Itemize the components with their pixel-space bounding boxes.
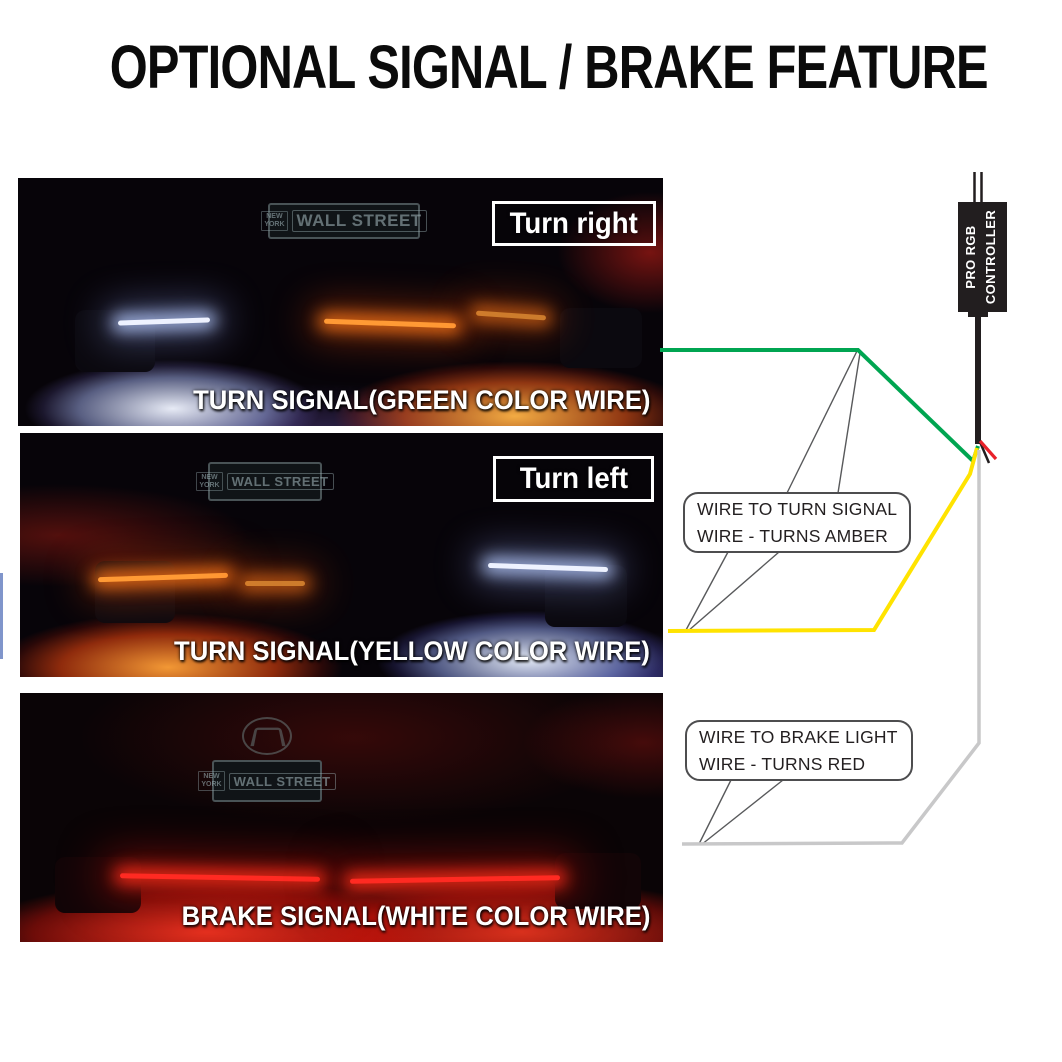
red-stub-wire	[978, 439, 998, 461]
tire-silhouette	[545, 565, 627, 627]
black-stub-wire	[978, 441, 991, 464]
cropped-blue-edge	[0, 573, 3, 659]
callout-turn-signal: WIRE TO TURN SIGNAL WIRE - TURNS AMBER	[683, 492, 911, 553]
led-strip-red	[349, 875, 561, 884]
caption-turn-signal-yellow: TURN SIGNAL(YELLOW COLOR WIRE)	[174, 636, 650, 666]
caption-brake-signal-white: BRAKE SIGNAL(WHITE COLOR WIRE)	[181, 901, 650, 931]
mazda-logo-icon	[242, 717, 292, 755]
led-strip-red	[119, 873, 321, 882]
led-strip-amber	[245, 581, 305, 586]
controller-label: PRO RGB CONTROLLER	[962, 209, 998, 305]
tire-silhouette	[560, 308, 642, 368]
led-strip-amber	[323, 318, 457, 329]
badge-turn-right: Turn right	[492, 201, 656, 246]
tire-silhouette	[55, 857, 141, 913]
green-turn-signal-wire	[660, 348, 980, 465]
caption-turn-signal-green: TURN SIGNAL(GREEN COLOR WIRE)	[192, 385, 650, 415]
page-title: OPTIONAL SIGNAL / BRAKE FEATURE	[109, 33, 989, 101]
tire-silhouette	[555, 853, 641, 909]
pro-rgb-controller: PRO RGB CONTROLLER	[958, 202, 1007, 312]
led-strip-amber	[475, 310, 547, 321]
badge-turn-left: Turn left	[493, 456, 654, 502]
tire-silhouette	[95, 561, 175, 623]
callout-brake-light: WIRE TO BRAKE LIGHT WIRE - TURNS RED	[685, 720, 913, 781]
